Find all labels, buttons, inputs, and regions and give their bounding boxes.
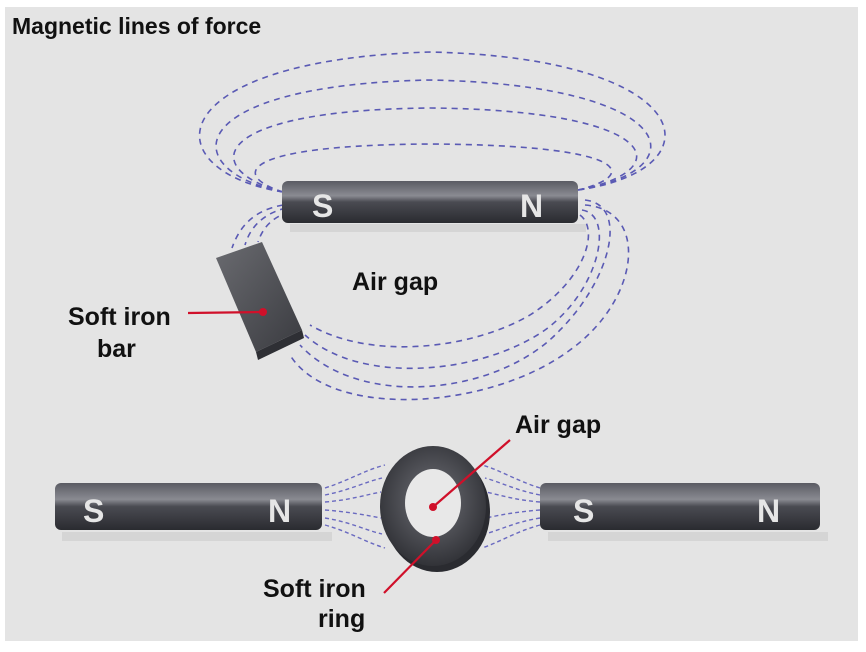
soft-iron-bar-label: Soft iron — [68, 303, 171, 331]
diagram-title: Magnetic lines of force — [12, 13, 261, 39]
soft-iron-ring-label-line2: ring — [318, 605, 365, 633]
north-pole-label: N — [757, 493, 780, 529]
pointer-line — [187, 310, 263, 315]
field-lines-top — [198, 51, 666, 193]
soft-iron-bar-label-line2: bar — [97, 335, 136, 363]
pointer-dot — [429, 503, 437, 511]
soft-iron-bar — [216, 242, 304, 360]
north-pole-label: N — [520, 188, 543, 224]
pointer-line — [432, 439, 511, 508]
pointer-line — [383, 539, 437, 594]
south-pole-label: S — [83, 493, 104, 529]
soft-iron-ring-label: Soft iron — [263, 575, 366, 603]
top-bar-magnet: S N — [282, 181, 586, 232]
pointer-dot — [259, 308, 267, 316]
bottom-right-bar-magnet: S N — [540, 483, 828, 541]
pointer-dot — [432, 536, 440, 544]
air-gap-label-top: Air gap — [352, 268, 438, 296]
bottom-left-bar-magnet: S N — [55, 483, 332, 541]
south-pole-label: S — [573, 493, 594, 529]
south-pole-label: S — [312, 188, 333, 224]
north-pole-label: N — [268, 493, 291, 529]
air-gap-label-bottom: Air gap — [515, 411, 601, 439]
